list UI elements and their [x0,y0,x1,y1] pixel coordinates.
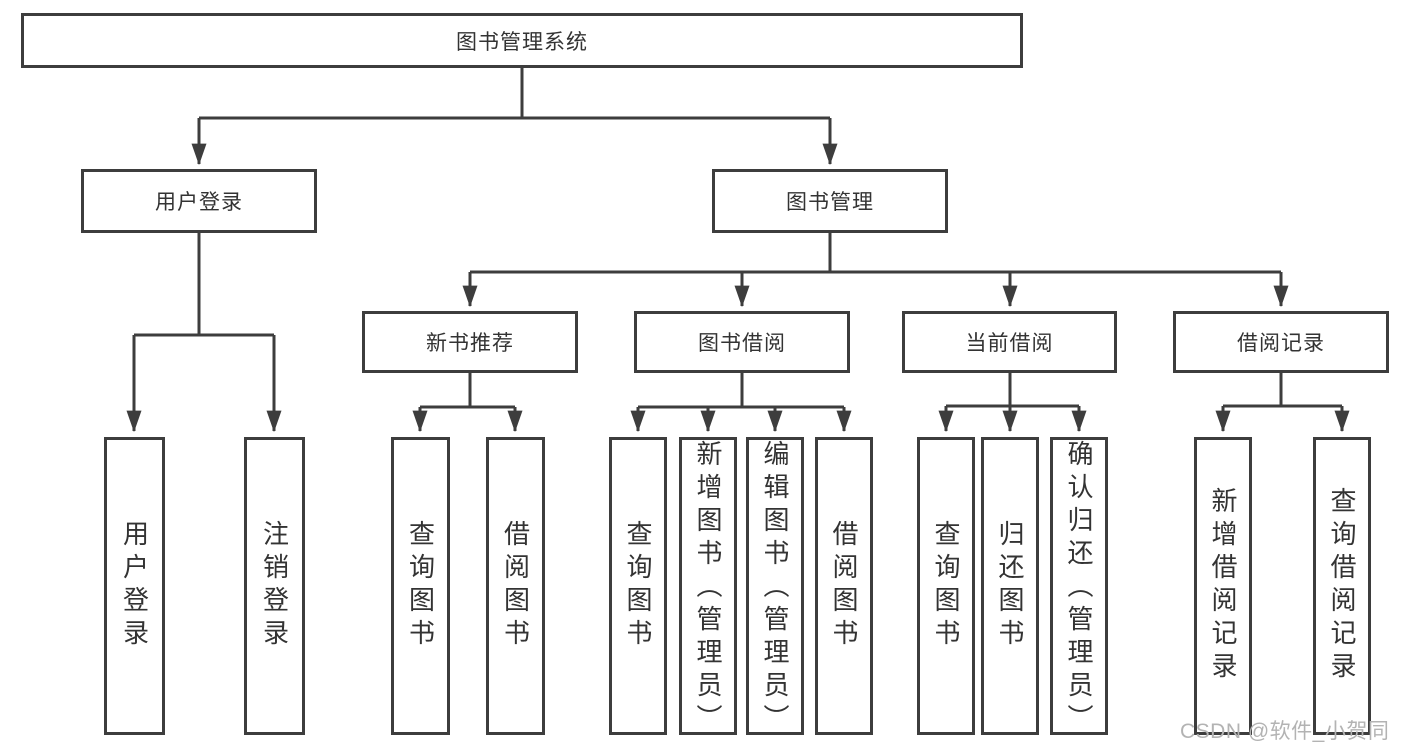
leaf-edit-book-admin: 编辑图书（管理员） [746,437,804,737]
connector-current-borrow-spine [946,373,1079,408]
node-system-root: 图书管理系统 [21,13,1023,68]
leaf-query-book-1: 查询图书 [391,437,450,735]
connector-borrow-record-spine [1223,373,1342,408]
leaf-borrow-book-1: 借阅图书 [486,437,545,735]
leaf-user-login: 用户登录 [104,437,165,735]
connector-user-login-spine [134,233,274,337]
leaf-query-book-2: 查询图书 [609,437,667,735]
leaf-borrow-book-2: 借阅图书 [815,437,873,735]
node-user-login: 用户登录 [81,169,317,233]
leaf-add-book-admin: 新增图书（管理员） [679,437,737,737]
leaf-confirm-return-admin: 确认归还（管理员） [1050,437,1108,737]
leaf-add-borrow-record: 新增借阅记录 [1194,437,1252,735]
node-book-management: 图书管理 [712,169,948,233]
node-current-borrow: 当前借阅 [902,311,1117,373]
leaf-query-borrow-record: 查询借阅记录 [1313,437,1371,735]
connector-book-management-spine [470,233,1281,274]
node-borrow-record: 借阅记录 [1173,311,1389,373]
connector-root-spine [199,68,830,120]
node-new-book-recommend: 新书推荐 [362,311,578,373]
leaf-query-book-3: 查询图书 [917,437,975,735]
leaf-return-book: 归还图书 [981,437,1039,735]
node-book-borrow: 图书借阅 [634,311,850,373]
leaf-logout: 注销登录 [244,437,305,735]
connector-new-book-spine [420,373,515,409]
connector-book-borrow-spine [638,373,844,409]
csdn-watermark: CSDN @软件_小贺同学 [1180,720,1390,743]
